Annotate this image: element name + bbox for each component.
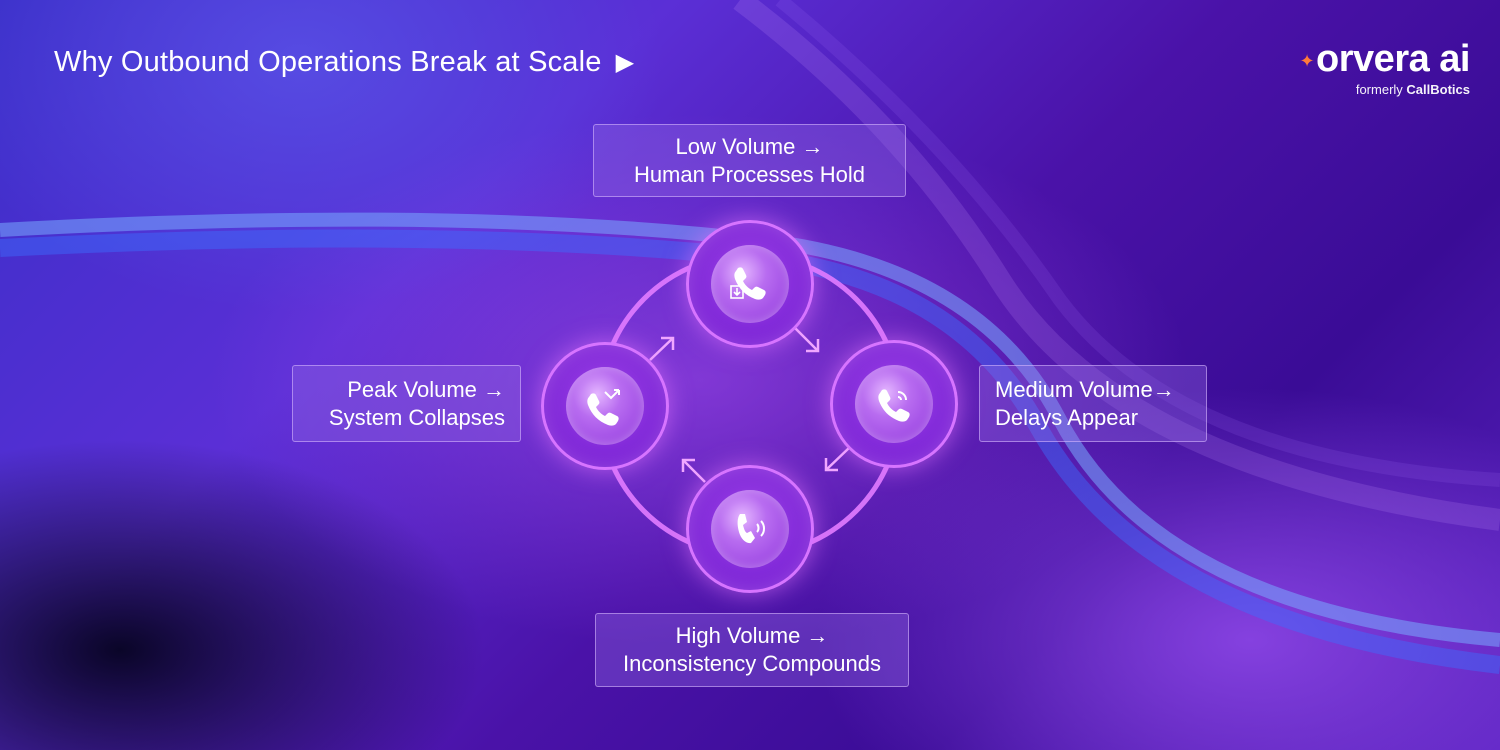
label-low-line1: Low Volume →: [675, 133, 824, 159]
phone-incoming-icon: [730, 267, 766, 300]
spark-icon: ✦: [1299, 51, 1315, 71]
node-peak-inner: [566, 367, 644, 445]
label-medium-line1: Medium Volume→: [995, 376, 1175, 402]
logo-former-name: CallBotics: [1406, 82, 1470, 97]
label-medium-line2: Delays Appear: [995, 404, 1139, 430]
node-high: [686, 465, 814, 593]
label-peak: Peak Volume → System Collapses: [292, 365, 521, 442]
phone-sound-icon: [737, 514, 765, 544]
node-low-inner: [711, 245, 789, 323]
node-low: [686, 220, 814, 348]
node-peak: [541, 342, 669, 470]
play-icon[interactable]: ▶: [615, 48, 635, 76]
node-medium: [830, 340, 958, 468]
label-high-line2: Inconsistency Compounds: [622, 651, 882, 676]
title-text: Why Outbound Operations Break at Scale: [54, 46, 602, 78]
logo-wordmark-text: orvera ai: [1316, 38, 1470, 80]
label-medium: Medium Volume→ Delays Appear: [979, 365, 1207, 442]
logo-formerly: formerly: [1355, 82, 1403, 97]
page-title: Why Outbound Operations Break at Scale ▶: [54, 46, 634, 79]
logo-wordmark: ✦ orvera ai: [1299, 40, 1470, 78]
label-high: High Volume → Inconsistency Compounds: [595, 613, 909, 687]
logo-subtitle: formerly CallBotics: [1299, 82, 1470, 97]
label-low: Low Volume → Human Processes Hold: [593, 124, 906, 197]
label-peak-line1: Peak Volume →: [347, 376, 505, 402]
node-high-inner: [711, 490, 789, 568]
phone-missed-icon: [587, 389, 620, 426]
phone-ringing-icon: [878, 389, 910, 422]
label-peak-line2: System Collapses: [328, 404, 505, 430]
label-low-line2: Human Processes Hold: [633, 161, 866, 187]
node-medium-inner: [855, 365, 933, 443]
brand-logo: ✦ orvera ai formerly CallBotics: [1299, 40, 1470, 97]
label-high-line1: High Volume →: [675, 623, 829, 648]
